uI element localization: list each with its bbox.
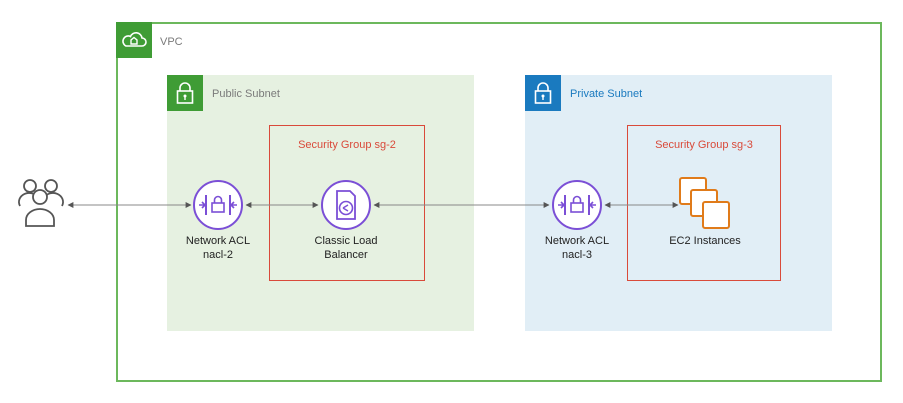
nacl2-label-line2: nacl-2 (203, 249, 233, 261)
nacl3-label-line1: Network ACL (544, 235, 610, 247)
clb-label-line1: Classic Load (314, 235, 378, 247)
network-acl-icon (552, 180, 602, 230)
security-group-sg3-label: Security Group sg-3 (655, 139, 753, 151)
users-icon (18, 179, 64, 227)
classic-load-balancer-icon (321, 180, 371, 230)
nacl2-label: Network ACL nacl-2 (178, 234, 258, 262)
nacl3-label-line2: nacl-3 (562, 249, 592, 261)
ec2-instances-icon (679, 177, 730, 229)
vpc-label: VPC (160, 36, 183, 48)
public-subnet-badge (167, 75, 203, 111)
security-group-sg2-label: Security Group sg-2 (298, 139, 396, 151)
nacl2-label-line1: Network ACL (185, 235, 251, 247)
clb-label: Classic Load Balancer (301, 234, 391, 262)
lock-icon (534, 82, 552, 104)
nacl3-label: Network ACL nacl-3 (537, 234, 617, 262)
ec2-label-line1: EC2 Instances (669, 235, 741, 247)
cloud-icon (122, 32, 147, 47)
private-subnet-label: Private Subnet (570, 88, 643, 100)
vpc-badge (116, 22, 152, 58)
public-subnet-label: Public Subnet (212, 88, 280, 100)
ec2-label: EC2 Instances (655, 234, 755, 248)
clb-label-line2: Balancer (324, 249, 368, 261)
network-acl-icon (193, 180, 243, 230)
lock-icon (176, 82, 194, 104)
private-subnet-badge (525, 75, 561, 111)
